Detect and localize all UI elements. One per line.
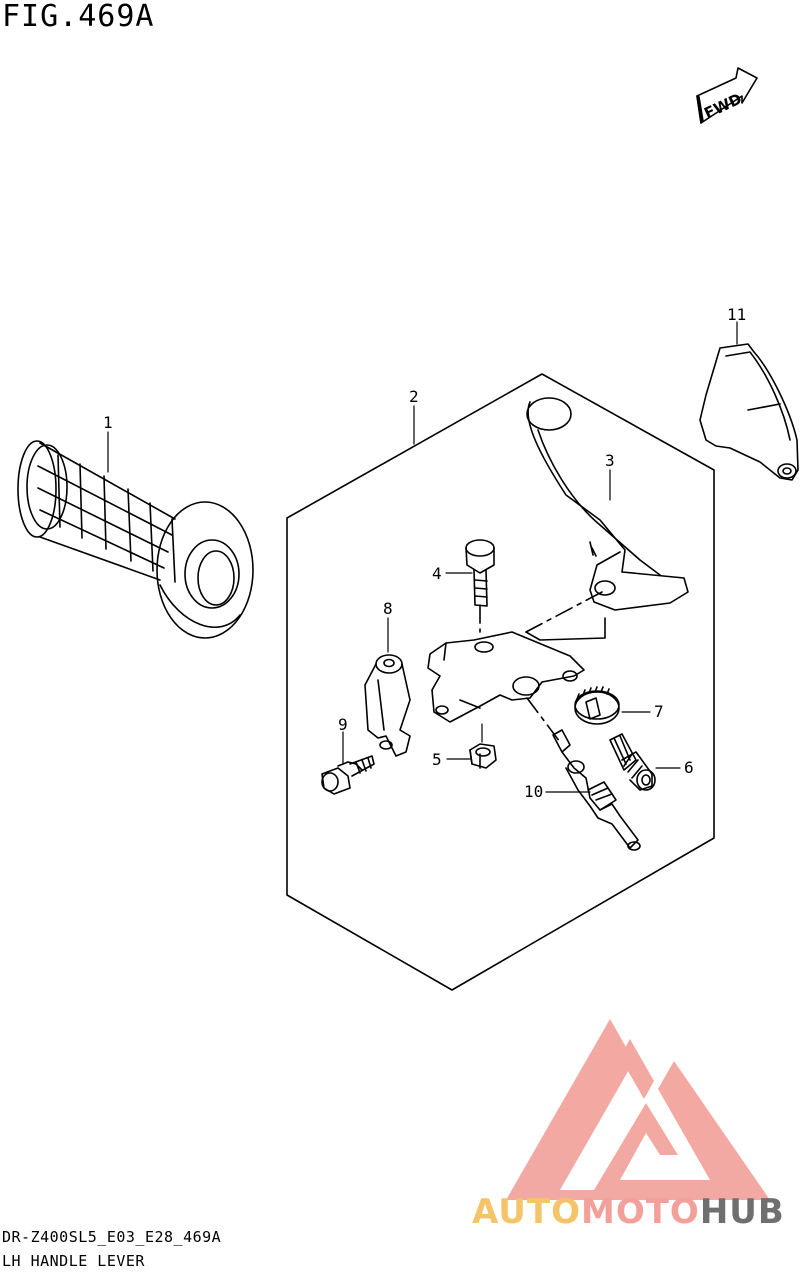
lever-holder-part <box>427 631 585 723</box>
figure-title: FIG.469A <box>2 0 155 34</box>
leader-lines <box>107 321 738 793</box>
callout-2: 2 <box>409 387 419 406</box>
clutch-lever-part <box>526 397 689 611</box>
pivot-bolt-part <box>465 539 495 607</box>
clamp-bolt-part <box>321 755 375 795</box>
callout-9: 9 <box>338 715 348 734</box>
callout-8: 8 <box>383 599 393 618</box>
callout-7: 7 <box>654 702 664 721</box>
callout-5: 5 <box>432 750 442 769</box>
callout-11: 11 <box>727 305 746 324</box>
holder-clamp-part <box>364 654 411 757</box>
callout-10: 10 <box>524 782 543 801</box>
nut-part <box>469 743 497 769</box>
model-code: DR-Z400SL5_E03_E28_469A <box>2 1228 222 1246</box>
lever-cover-part <box>699 343 799 481</box>
figure-name: LH HANDLE LEVER <box>2 1252 145 1270</box>
adjuster-part <box>609 733 656 791</box>
switch-part <box>552 729 641 851</box>
automotohub-wordmark: AUTOMOTOHUB <box>472 1192 785 1232</box>
fwd-arrow-icon: FWD <box>696 67 758 124</box>
assembly-lines <box>479 591 603 743</box>
adjuster-nut-part <box>574 686 620 725</box>
callout-3: 3 <box>605 451 615 470</box>
automotohub-logo <box>506 1019 770 1200</box>
callout-4: 4 <box>432 564 442 583</box>
callout-1: 1 <box>103 413 113 432</box>
grip-part <box>17 440 254 639</box>
assembly-boundary <box>286 373 715 991</box>
callout-6: 6 <box>684 758 694 777</box>
